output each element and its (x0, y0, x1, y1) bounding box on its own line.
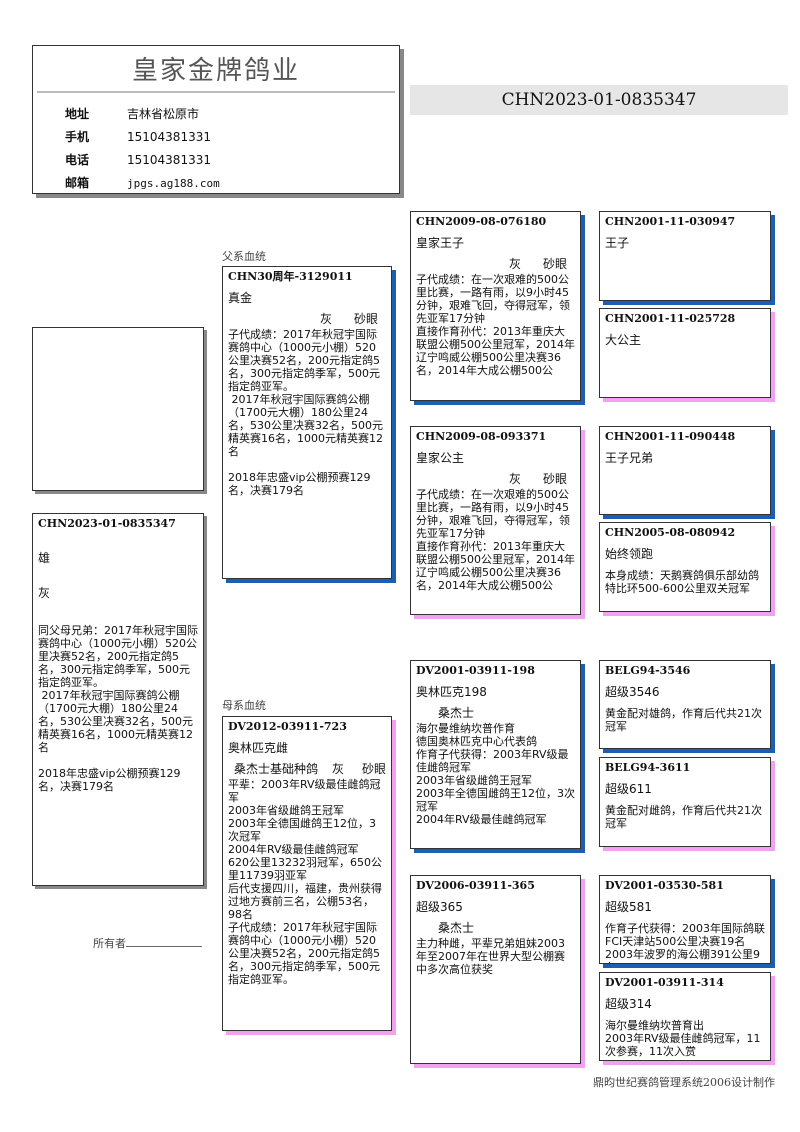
gp-traits: 灰 砂眼 (416, 473, 575, 486)
sire-eye: 砂眼 (353, 312, 378, 326)
dam-card: DV2012-03911-723 奥林匹克雌 桑杰士基础种鸽灰 砂眼 平辈：200… (222, 716, 392, 1031)
gp-notes: 子代成绩：在一次艰难的500公里比赛，一路有雨，以9小时45分钟，艰难飞回，夺得… (416, 488, 575, 592)
ggp-notes: 本身成绩：天鹅赛鸽俱乐部幼鸽特比环500-600公里双关冠军 (605, 569, 759, 595)
footer-credit: 鼎昀世纪赛鸽管理系统2006设计制作 (593, 1076, 775, 1089)
gp-notes: 子代成绩：在一次艰难的500公里比赛，一路有雨，以9小时45分钟，艰难飞回，夺得… (416, 273, 575, 377)
sire-name: 真金 (228, 291, 253, 305)
ring-number-banner: CHN2023-01-0835347 (410, 85, 788, 115)
ggp-ring: BELG94-3546 (605, 664, 691, 677)
gp-strain: 桑杰士 (438, 921, 475, 935)
ggp-card-5: BELG94-3546 超级3546 黄金配对雄鸽，作育后代共21次冠军 (599, 660, 771, 749)
ggp-ring: CHN2005-08-080942 (605, 526, 736, 539)
ggp-name: 始终领跑 (605, 547, 654, 561)
mobile-row: 手机 15104381331 (65, 127, 211, 147)
gp-color: 灰 (508, 257, 521, 271)
mobile-value: 15104381331 (127, 130, 211, 144)
ggp-name: 王子兄弟 (605, 451, 654, 465)
ggp-card-8: DV2001-03911-314 超级314 海尔曼维纳坎普育出 2003年RV级最… (599, 972, 771, 1061)
address-value: 吉林省松原市 (127, 107, 200, 121)
ggp-name: 超级3546 (605, 685, 660, 699)
ggp-ring: DV2001-03530-581 (605, 879, 724, 892)
ggp-ring: CHN2001-11-090448 (605, 430, 736, 443)
ggp-ring: CHN2001-11-025728 (605, 312, 736, 325)
dam-color: 灰 (332, 762, 345, 776)
dam-strain: 桑杰士基础种鸽 (234, 762, 319, 776)
ggp-card-1: CHN2001-11-030947 王子 (599, 211, 771, 301)
phone-value: 15104381331 (127, 153, 211, 167)
owner-signature-line (126, 936, 202, 947)
subject-sex: 雄 (38, 551, 51, 565)
gp-ring: DV2001-03911-198 (416, 664, 535, 677)
ggp-card-6: BELG94-3611 超级611 黄金配对雌鸽，作育后代共21次冠军 (599, 757, 771, 847)
email-label: 邮箱 (65, 176, 90, 190)
address-row: 地址 吉林省松原市 (65, 104, 199, 124)
ggp-ring: BELG94-3611 (605, 761, 691, 774)
email-row: 邮箱 jpgs.ag188.com (65, 173, 220, 193)
ggp-name: 超级611 (605, 782, 652, 796)
gp-ring: DV2006-03911-365 (416, 879, 535, 892)
subject-color: 灰 (38, 586, 51, 600)
mobile-label: 手机 (65, 130, 90, 144)
photo-placeholder (32, 327, 204, 491)
dam-section-label: 母系血统 (222, 699, 266, 712)
ggp-name: 超级314 (605, 997, 652, 1011)
ggp-name: 王子 (605, 236, 630, 250)
ggp-notes: 海尔曼维纳坎普育出 2003年RV级最佳雌鸽冠军，11次参赛，11次入赏 (605, 1019, 761, 1058)
gp-name: 超级365 (416, 900, 463, 914)
dam-eye: 砂眼 (362, 762, 387, 776)
gp-color: 灰 (508, 472, 521, 486)
ggp-card-7: DV2001-03530-581 超级581 作育子代获得：2003年国际鸽联FCI… (599, 875, 771, 964)
owner-label: 所有者 (93, 937, 126, 950)
ggp-notes: 黄金配对雄鸽，作育后代共21次冠军 (605, 707, 762, 733)
maternal-grandsire-card: DV2001-03911-198 奥林匹克198 桑杰士 海尔曼维纳坎普作育 德… (410, 660, 581, 849)
ggp-name: 超级581 (605, 900, 652, 914)
gp-ring: CHN2009-08-093371 (416, 430, 547, 443)
dam-ring: DV2012-03911-723 (228, 720, 347, 733)
gp-strain: 桑杰士 (438, 706, 475, 720)
dam-traits: 桑杰士基础种鸽灰 砂眼 (228, 763, 386, 776)
ggp-card-3: CHN2001-11-090448 王子兄弟 (599, 426, 771, 515)
ggp-ring: DV2001-03911-314 (605, 976, 724, 989)
subject-notes: 同父母兄弟：2017年秋冠宇国际赛鸽中心（1000元小棚）520公里决赛52名，… (38, 624, 198, 793)
ggp-card-2: CHN2001-11-025728 大公主 (599, 308, 771, 398)
sire-color: 灰 (319, 312, 332, 326)
phone-label: 电话 (65, 153, 90, 167)
paternal-granddam-card: CHN2009-08-093371 皇家公主 灰 砂眼 子代成绩：在一次艰难的50… (410, 426, 581, 615)
sire-notes: 子代成绩：2017年秋冠宇国际赛鸽中心（1000元小棚）520公里决赛52名，2… (228, 328, 383, 497)
ggp-notes: 作育子代获得：2003年国际鸽联FCI天津站500公里决赛19名 2003年波罗… (605, 922, 765, 963)
ggp-card-4: CHN2005-08-080942 始终领跑本身成绩：天鹅赛鸽俱乐部幼鸽特比环50… (599, 522, 771, 612)
gp-eye: 砂眼 (542, 257, 567, 271)
address-label: 地址 (65, 107, 90, 121)
sire-traits: 灰 砂眼 (228, 313, 386, 326)
gp-eye: 砂眼 (542, 472, 567, 486)
breeder-title: 皇家金牌鸽业 (131, 56, 300, 86)
sire-ring: CHN30周年-3129011 (228, 270, 353, 283)
owner-field: 所有者 (93, 935, 202, 951)
subject-card: CHN2023-01-0835347 雄 灰 同父母兄弟：2017年秋冠宇国际赛… (32, 513, 204, 886)
gp-notes: 主力种雌，平辈兄弟姐妹2003年至2007年在世界大型公棚赛中多次高位获奖 (416, 937, 565, 976)
breeder-info-card: 皇家金牌鸽业 地址 吉林省松原市 手机 15104381331 电话 15104381… (32, 45, 400, 194)
gp-notes: 海尔曼维纳坎普作育 德国奥林匹克中心代表鸽 作育子代获得：2003年RV级最佳雌… (416, 722, 575, 826)
subject-ring: CHN2023-01-0835347 (38, 517, 176, 530)
ggp-notes: 黄金配对雌鸽，作育后代共21次冠军 (605, 804, 762, 830)
phone-row: 电话 15104381331 (65, 150, 211, 170)
gp-name: 奥林匹克198 (416, 685, 487, 699)
sire-card: CHN30周年-3129011 真金 灰 砂眼 子代成绩：2017年秋冠宇国际赛鸽… (222, 266, 392, 579)
gp-name: 皇家王子 (416, 236, 465, 250)
ggp-ring: CHN2001-11-030947 (605, 215, 736, 228)
gp-ring: CHN2009-08-076180 (416, 215, 547, 228)
sire-section-label: 父系血统 (222, 250, 266, 263)
maternal-granddam-card: DV2006-03911-365 超级365 桑杰士 主力种雌，平辈兄弟姐妹20… (410, 875, 581, 1064)
email-value: jpgs.ag188.com (127, 177, 220, 190)
dam-name: 奥林匹克雌 (228, 741, 289, 755)
gp-name: 皇家公主 (416, 451, 465, 465)
dam-notes: 平辈：2003年RV级最佳雌鸽冠军 2003年省级雌鸽王冠军 2003年全德国雌… (228, 778, 382, 986)
paternal-grandsire-card: CHN2009-08-076180 皇家王子 灰 砂眼 子代成绩：在一次艰难的50… (410, 211, 581, 401)
gp-traits: 灰 砂眼 (416, 258, 575, 271)
ggp-name: 大公主 (605, 333, 642, 347)
divider (37, 91, 395, 93)
